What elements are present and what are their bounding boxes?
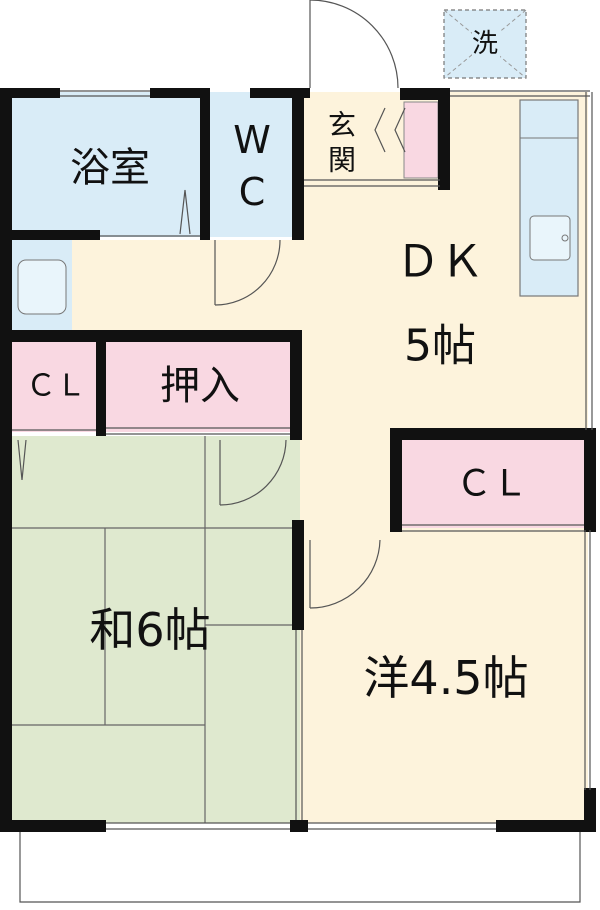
- dk-label-2: 5帖: [404, 321, 476, 372]
- washitsu-label: 和6帖: [89, 603, 210, 657]
- youshitsu-floor: [300, 528, 588, 823]
- wc-label-w: W: [233, 118, 271, 162]
- closet-right-floor: [398, 438, 586, 528]
- oshiire-label: 押入: [160, 363, 240, 409]
- washbasin: [17, 259, 67, 315]
- wc-floor: [205, 92, 300, 237]
- thin-lines: [12, 90, 593, 830]
- bath-label: 浴室: [70, 145, 150, 191]
- shoe-box: [403, 101, 439, 179]
- kitchen-counter: [519, 99, 579, 297]
- youshitsu-label: 洋4.5帖: [363, 651, 528, 705]
- closet-right-label: ＣＬ: [456, 464, 528, 505]
- tatami-lines: [12, 436, 300, 823]
- wc-label-c: C: [239, 170, 266, 214]
- entrance-label-2: 関: [328, 144, 356, 177]
- doors: [17, 0, 406, 609]
- washer-label: 洗: [472, 29, 498, 59]
- walls: [0, 88, 596, 832]
- washitsu-floor: [12, 436, 300, 823]
- closet-left-floor: [12, 340, 102, 432]
- bath-floor: [12, 92, 202, 237]
- closet-left-label: ＣＬ: [26, 369, 86, 404]
- oshiire-floor: [106, 340, 296, 432]
- washer-space: [443, 9, 527, 79]
- entrance-label-1: 玄: [328, 109, 356, 142]
- balcony: [19, 832, 581, 903]
- kitchen-sink: [529, 215, 571, 261]
- dk-label-1: ＤＫ: [396, 237, 484, 288]
- youshitsu-floor-upper: [300, 428, 398, 528]
- dk-floor-lower: [70, 240, 300, 332]
